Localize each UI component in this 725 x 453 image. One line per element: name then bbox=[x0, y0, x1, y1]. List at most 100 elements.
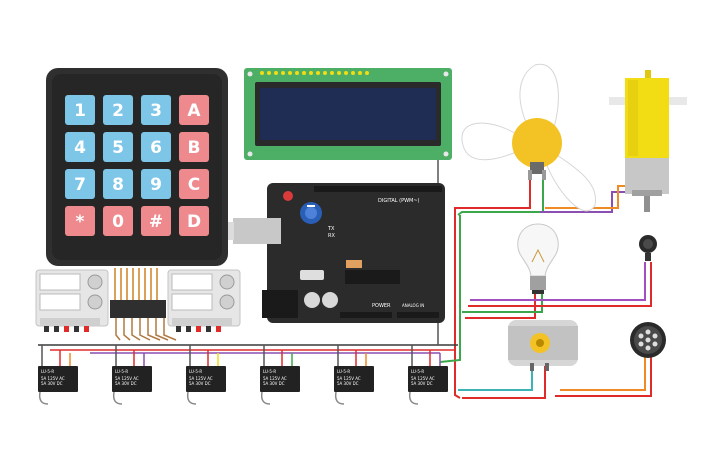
microphone bbox=[639, 235, 657, 261]
key-label: # bbox=[149, 212, 163, 232]
key-face bbox=[141, 132, 171, 162]
power-header bbox=[340, 312, 392, 318]
relay-spec: 5A 125V AC bbox=[411, 376, 435, 381]
key-face bbox=[65, 206, 95, 236]
lcd-pin bbox=[337, 71, 341, 75]
reset-button bbox=[283, 191, 293, 201]
key-label: A bbox=[187, 101, 201, 121]
key-face bbox=[179, 206, 209, 236]
lcd-screen bbox=[260, 88, 436, 140]
wire-speaker-orange bbox=[560, 357, 646, 391]
lcd-pin bbox=[288, 71, 292, 75]
relay-spec: 5A 30V DC bbox=[411, 381, 433, 386]
key-label: 6 bbox=[150, 138, 162, 158]
key-face bbox=[65, 169, 95, 199]
lcd-pin bbox=[295, 71, 299, 75]
digital-header bbox=[314, 186, 442, 192]
relay-model: LU-5-R bbox=[337, 369, 350, 374]
key-7[interactable]: 7 bbox=[65, 169, 95, 199]
key-0[interactable]: 0 bbox=[103, 206, 133, 236]
power-supply-right bbox=[167, 269, 241, 332]
relay-body bbox=[260, 366, 300, 392]
relay-model: LU-5-R bbox=[41, 369, 54, 374]
key-b[interactable]: B bbox=[179, 132, 209, 162]
wire-dcmotor-teal bbox=[458, 365, 533, 391]
key-face bbox=[179, 95, 209, 125]
lcd-pin bbox=[344, 71, 348, 75]
relay-body bbox=[334, 366, 374, 392]
key-1[interactable]: 1 bbox=[65, 95, 95, 125]
lcd-pin bbox=[365, 71, 369, 75]
wire-dcmotor-red bbox=[462, 365, 546, 399]
lcd-pin bbox=[330, 71, 334, 75]
key-face bbox=[179, 132, 209, 162]
lcd-pin bbox=[302, 71, 306, 75]
key-3[interactable]: 3 bbox=[141, 95, 171, 125]
key-face bbox=[141, 206, 171, 236]
key-label: 0 bbox=[112, 212, 124, 232]
key-label: 1 bbox=[74, 101, 86, 121]
key-label: C bbox=[188, 175, 200, 195]
key-d[interactable]: D bbox=[179, 206, 209, 236]
key-5[interactable]: 5 bbox=[103, 132, 133, 162]
key-c[interactable]: C bbox=[179, 169, 209, 199]
lcd-pin bbox=[260, 71, 264, 75]
relay-model: LU-5-R bbox=[411, 369, 424, 374]
key-8[interactable]: 8 bbox=[103, 169, 133, 199]
speaker bbox=[630, 322, 666, 358]
relay-model: LU-5-R bbox=[115, 369, 128, 374]
key-face bbox=[179, 169, 209, 199]
gear-motor bbox=[609, 70, 687, 212]
relay-body bbox=[112, 366, 152, 392]
relay-spec: 5A 30V DC bbox=[115, 381, 137, 386]
relay-spec: 5A 125V AC bbox=[263, 376, 287, 381]
relay-body bbox=[186, 366, 226, 392]
key-2[interactable]: 2 bbox=[103, 95, 133, 125]
label-tx: TX bbox=[327, 226, 335, 232]
lcd-pin bbox=[309, 71, 313, 75]
fan bbox=[461, 63, 596, 212]
lcd-pin bbox=[323, 71, 327, 75]
lcd-pin bbox=[267, 71, 271, 75]
relay-body bbox=[408, 366, 448, 392]
light-bulb bbox=[517, 223, 559, 294]
key-face bbox=[141, 169, 171, 199]
key-6[interactable]: 6 bbox=[141, 132, 171, 162]
key-face bbox=[103, 169, 133, 199]
key-label: 5 bbox=[112, 138, 124, 158]
fan-hub bbox=[512, 118, 562, 168]
relay-spec: 5A 30V DC bbox=[337, 381, 359, 386]
key-face bbox=[65, 132, 95, 162]
key-9[interactable]: 9 bbox=[141, 169, 171, 199]
key-label: 7 bbox=[74, 175, 86, 195]
wire-bulb-green bbox=[462, 290, 543, 313]
lcd-pin bbox=[351, 71, 355, 75]
arduino-board: DIGITAL (PWM~) TX RX POWER ANALOG IN bbox=[228, 183, 445, 323]
wire-red-fan bbox=[454, 170, 531, 212]
relay-spec: 5A 30V DC bbox=[189, 381, 211, 386]
wire-mic-red bbox=[468, 262, 652, 307]
label-rx: RX bbox=[328, 233, 335, 239]
lcd-header-pins bbox=[260, 71, 369, 75]
key-hash[interactable]: # bbox=[141, 206, 171, 236]
lcd-display bbox=[244, 68, 452, 160]
label-digital: DIGITAL (PWM~) bbox=[378, 198, 420, 204]
lcd-pin bbox=[281, 71, 285, 75]
key-label: 9 bbox=[150, 175, 162, 195]
wire-bulb-red bbox=[465, 290, 536, 319]
key-a[interactable]: A bbox=[179, 95, 209, 125]
key-4[interactable]: 4 bbox=[65, 132, 95, 162]
usb-port bbox=[233, 218, 281, 244]
label-power: POWER bbox=[372, 303, 391, 309]
relay-model: LU-5-R bbox=[263, 369, 276, 374]
key-face bbox=[103, 95, 133, 125]
lcd-pin bbox=[274, 71, 278, 75]
wire-speaker-red bbox=[555, 357, 652, 397]
lcd-pin bbox=[358, 71, 362, 75]
key-star[interactable]: * bbox=[65, 206, 95, 236]
